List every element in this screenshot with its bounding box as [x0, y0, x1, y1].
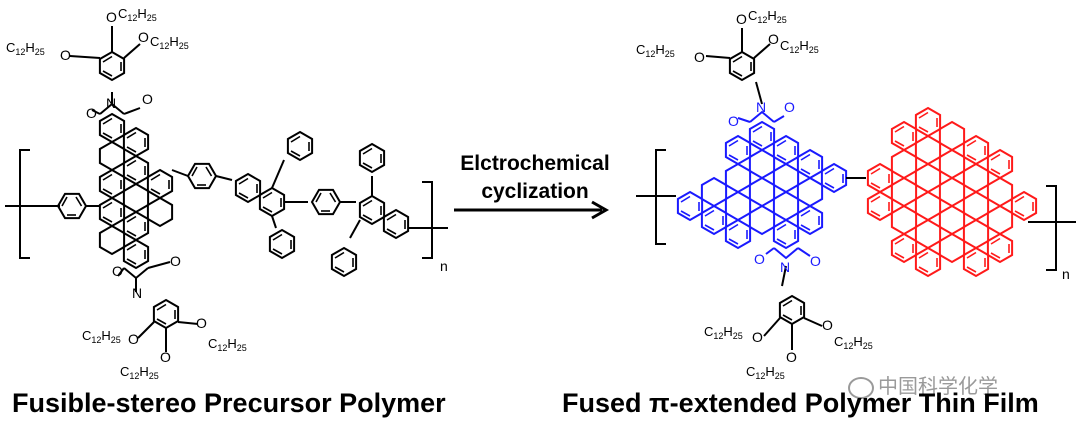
label-alkyl: C12H25 [118, 6, 157, 23]
label-alkyl: C12H25 [150, 34, 189, 51]
label-O: O [170, 253, 181, 269]
wechat-icon [848, 376, 874, 399]
label-O: O [694, 49, 705, 65]
left-repeat-subscript: n [440, 258, 448, 274]
fused-polymer [636, 28, 1076, 350]
label-alkyl: C12H25 [120, 364, 159, 381]
label-O: O [138, 29, 149, 45]
label-O: O [752, 329, 763, 345]
label-O: O [754, 251, 765, 267]
precursor-labels: O C12H25 C12H25 O O C12H25 N O O O O N O… [6, 6, 247, 381]
label-N: N [756, 99, 766, 115]
left-bracket-close [422, 181, 433, 259]
label-O: O [106, 9, 117, 25]
label-O: O [196, 315, 207, 331]
label-alkyl: C12H25 [82, 328, 121, 345]
label-alkyl: C12H25 [636, 42, 675, 59]
label-alkyl: C12H25 [6, 40, 45, 57]
label-alkyl: C12H25 [748, 8, 787, 25]
label-O: O [142, 91, 153, 107]
label-N: N [132, 285, 142, 301]
label-N: N [780, 259, 790, 275]
reaction-condition-line2: cyclization [481, 180, 589, 203]
watermark-text: 中国科学化学 [878, 374, 998, 398]
right-repeat-subscript: n [1062, 266, 1070, 282]
label-alkyl: C12H25 [834, 334, 873, 351]
label-O: O [86, 105, 97, 121]
label-O: O [160, 349, 171, 365]
label-O: O [112, 263, 123, 279]
label-alkyl: C12H25 [208, 336, 247, 353]
label-O: O [60, 47, 71, 63]
label-alkyl: C12H25 [704, 324, 743, 341]
precursor-polymer [5, 26, 448, 352]
label-O: O [728, 113, 739, 129]
label-O: O [768, 31, 779, 47]
label-O: O [128, 331, 139, 347]
fused-caption: Fused π-extended Polymer Thin Film [562, 388, 1039, 418]
left-bracket-open [19, 149, 30, 259]
label-O: O [822, 317, 833, 333]
reaction-arrow [454, 200, 610, 220]
label-O: O [786, 349, 797, 365]
watermark: 中国科学化学 [848, 370, 998, 399]
label-alkyl: C12H25 [780, 38, 819, 55]
label-O: O [784, 99, 795, 115]
label-O: O [736, 11, 747, 27]
label-O: O [810, 253, 821, 269]
label-N: N [106, 95, 116, 111]
label-alkyl: C12H25 [746, 364, 785, 381]
right-bracket-close [1046, 185, 1057, 271]
precursor-caption: Fusible-stereo Precursor Polymer [12, 388, 446, 418]
reaction-condition-line1: Elctrochemical [460, 152, 610, 175]
